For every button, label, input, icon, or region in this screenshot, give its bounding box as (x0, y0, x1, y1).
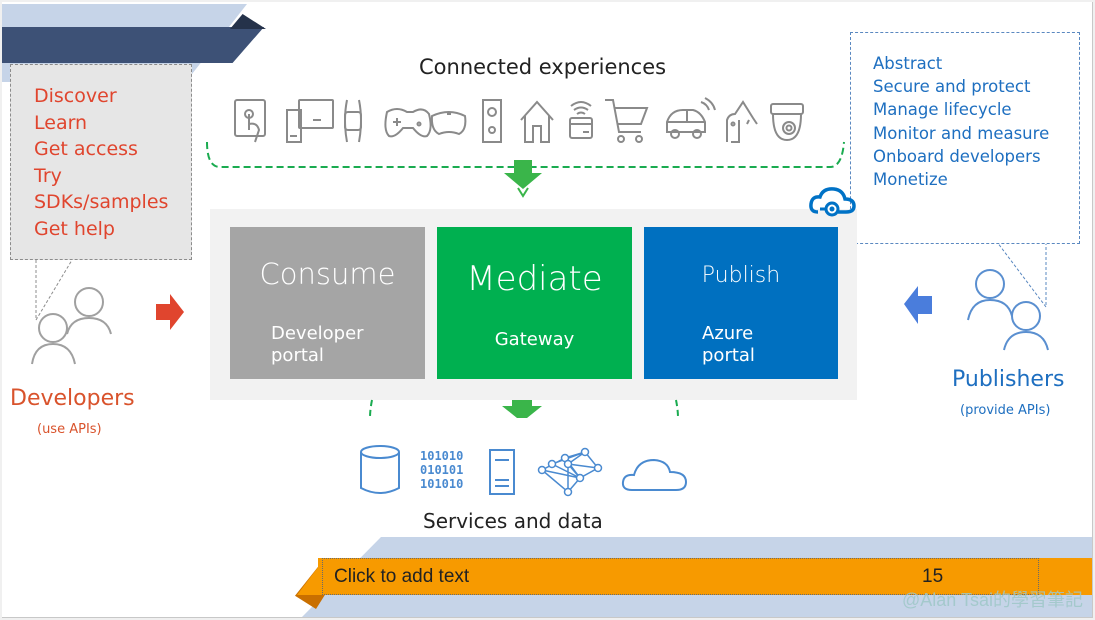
gamepad-icon (384, 108, 432, 138)
subtitle-line: portal (702, 345, 755, 366)
watermark: @Alan Tsai的學習筆記 (902, 590, 1083, 610)
consume-title: Consume (259, 257, 396, 291)
network-graph-icon (537, 447, 603, 497)
publish-title: Publish (701, 263, 781, 288)
mediate-title: Mediate (466, 259, 603, 299)
publishers-sublabel: (provide APIs) (960, 403, 1051, 418)
server-icon (489, 449, 515, 495)
mediate-tile[interactable]: Mediate Gateway (437, 227, 632, 379)
right-arrow-icon (156, 294, 184, 330)
services-connector (369, 399, 679, 418)
wearable-band-icon (344, 99, 362, 143)
security-camera-icon (770, 103, 804, 142)
publishers-label: Publishers (952, 367, 1065, 392)
speaker-icon (482, 99, 502, 143)
tablet-phone-icon (286, 99, 334, 143)
publisher-callout-pointer (996, 241, 1047, 309)
developer-task: SDKs/samples (34, 191, 169, 214)
publisher-task: Monetize (873, 170, 948, 190)
mediate-subtitle: Gateway (437, 329, 632, 351)
publisher-task: Abstract (873, 54, 943, 73)
vr-headset-icon (430, 111, 467, 136)
consume-tile[interactable]: Consume Developer portal (230, 227, 425, 379)
publisher-task: Secure and protect (873, 77, 1031, 97)
touch-screen-icon (234, 99, 266, 143)
developers-people-icon (31, 287, 112, 365)
connected-car-icon (666, 97, 716, 139)
subtitle-line: Azure (702, 323, 754, 344)
publishers-people-icon (967, 269, 1049, 351)
down-arrow-bottom (502, 400, 542, 418)
footer-text-placeholder[interactable] (322, 558, 1039, 595)
cloud-icon (621, 458, 688, 491)
publish-tile[interactable]: Publish Azure portal (644, 227, 838, 379)
services-icons-row: 101010 010101 101010 (360, 445, 688, 497)
robot-arm-icon (726, 100, 758, 143)
connected-experiences-title: Connected experiences (419, 55, 667, 79)
developers-label: Developers (10, 386, 135, 411)
services-and-data-title: Services and data (423, 509, 603, 533)
footer-placeholder-text[interactable]: Click to add text (334, 566, 470, 587)
subtitle-line: portal (271, 345, 324, 366)
binary-data-icon: 101010 010101 101010 (420, 449, 463, 491)
developers-sublabel: (use APIs) (37, 422, 102, 437)
footer-banner (318, 558, 1092, 595)
device-icons-row (234, 97, 804, 143)
svg-text:010101: 010101 (420, 463, 463, 477)
down-arrow-top (504, 160, 542, 189)
shopping-cart-icon (605, 99, 649, 143)
developer-task: Discover (34, 85, 117, 107)
wifi-device-icon (569, 101, 593, 139)
developer-task: Learn (34, 111, 88, 134)
azure-cloud-api-icon (809, 187, 856, 217)
publisher-tasks-callout[interactable]: Abstract Secure and protect Manage lifec… (850, 32, 1080, 244)
publisher-task: Monitor and measure (873, 123, 1050, 143)
developer-callout-pointer (35, 259, 73, 322)
publisher-task: Manage lifecycle (873, 100, 1012, 120)
subtitle-line: Developer (271, 323, 364, 344)
top-banner-dark (2, 27, 264, 63)
consume-subtitle: Developer portal (271, 323, 364, 367)
page-number: 15 (922, 566, 944, 587)
svg-text:101010: 101010 (420, 449, 463, 463)
developer-task: Try (34, 164, 62, 187)
left-arrow-icon (904, 286, 932, 324)
developer-task: Get help (34, 217, 115, 240)
developer-tasks-callout[interactable]: Discover Learn Get access Try SDKs/sampl… (10, 64, 192, 260)
svg-text:101010: 101010 (420, 477, 463, 491)
subtitle-line: Gateway (494, 329, 575, 350)
home-icon (520, 100, 554, 143)
developer-task: Get access (34, 138, 138, 161)
database-icon (360, 445, 400, 494)
experience-connector (206, 141, 845, 198)
publisher-task: Onboard developers (873, 146, 1041, 166)
publish-subtitle: Azure portal (702, 323, 755, 367)
